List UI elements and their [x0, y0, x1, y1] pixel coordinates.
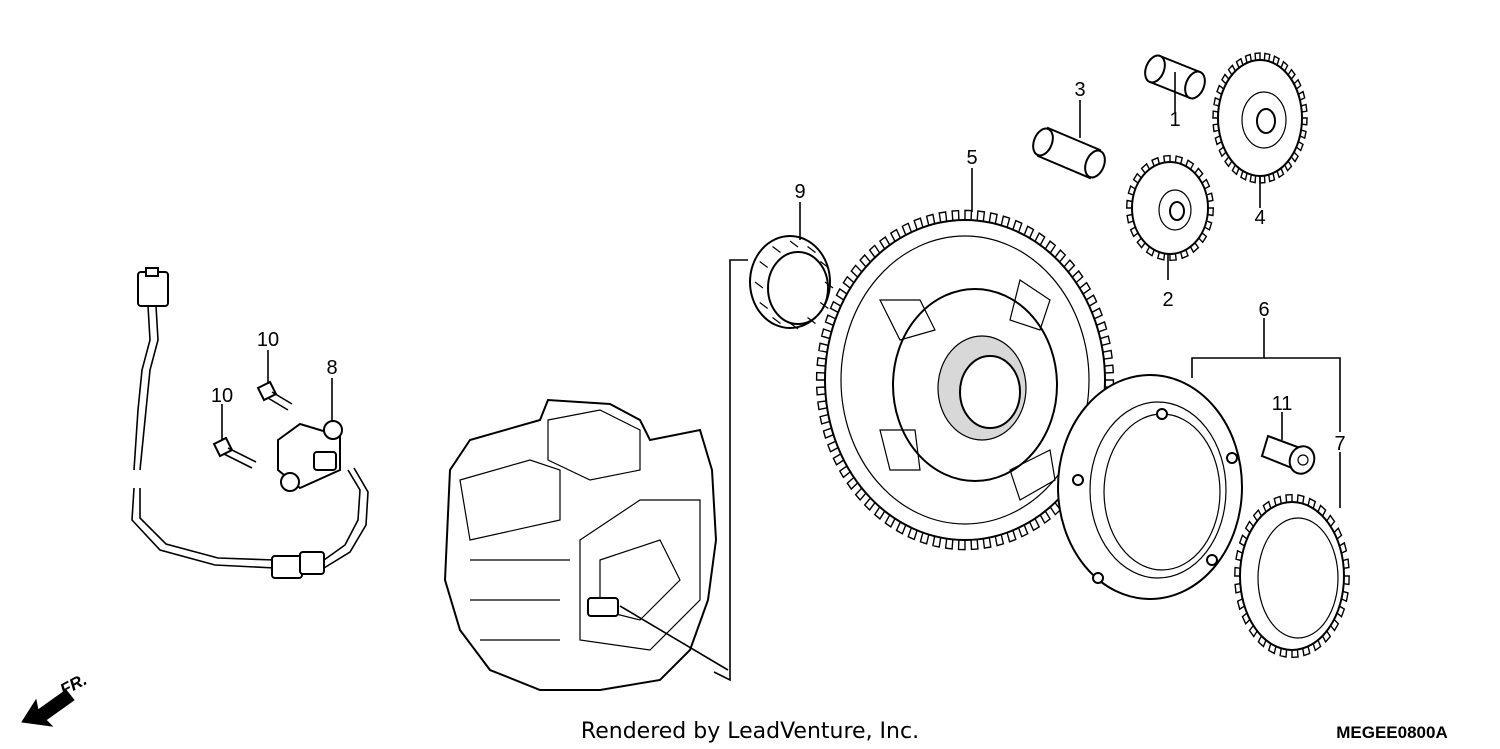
gear-teeth: [1125, 154, 1215, 262]
bearing-roller: [759, 302, 769, 309]
starter-reduction-gear: [1212, 52, 1308, 184]
reduction-gear-shaft-3: [1032, 126, 1106, 180]
pulse-generator-harness: [131, 267, 369, 579]
callout-5: 5: [966, 147, 977, 169]
callout-10-upper: 10: [257, 329, 279, 351]
callout-8: 8: [326, 357, 337, 379]
starter-driven-gear: [815, 209, 1115, 551]
front-direction-indicator: FR.: [21, 670, 90, 727]
arrow-left-down-icon: [21, 689, 75, 727]
callout-9: 9: [794, 181, 805, 203]
bearing-roller: [819, 302, 829, 309]
callout-1: 1: [1169, 109, 1180, 131]
bearing-roller: [819, 261, 829, 268]
starter-idle-gear: [1125, 154, 1215, 262]
diagram-code: MEGEE0800A: [1336, 723, 1448, 742]
bearing-roller: [807, 317, 816, 324]
engine-crankcase: [443, 398, 718, 691]
bearing-roller: [754, 281, 764, 289]
callout-10-lower: 10: [211, 385, 233, 407]
callout-3: 3: [1074, 79, 1085, 101]
bearing-roller: [772, 317, 781, 324]
callout-11: 11: [1272, 393, 1293, 415]
socket-bolt: [1260, 434, 1316, 475]
callout-6: 6: [1258, 299, 1269, 321]
callout-2: 2: [1162, 289, 1173, 311]
bearing-roller: [807, 246, 816, 253]
part-9-reference-frame: [619, 259, 748, 682]
bearing-roller: [789, 240, 799, 248]
callout-7: 7: [1334, 433, 1345, 455]
bearing-roller: [772, 246, 781, 253]
pulse-generator-bracket: [277, 420, 343, 492]
bolt-lower: [212, 436, 257, 469]
bearing-roller: [789, 322, 799, 330]
starter-clutch-outer: [1057, 374, 1243, 600]
gear-teeth: [1234, 493, 1350, 659]
bearing-roller: [824, 281, 834, 289]
one-way-clutch: [1234, 493, 1350, 659]
bearing-roller: [759, 261, 769, 268]
gear-teeth: [1212, 52, 1308, 184]
leader-lines: [221, 72, 1341, 508]
callout-4: 4: [1254, 207, 1265, 229]
bolt-upper: [256, 380, 293, 411]
render-credit: Rendered by LeadVenture, Inc.: [581, 719, 919, 744]
needle-bearing: [749, 235, 834, 330]
